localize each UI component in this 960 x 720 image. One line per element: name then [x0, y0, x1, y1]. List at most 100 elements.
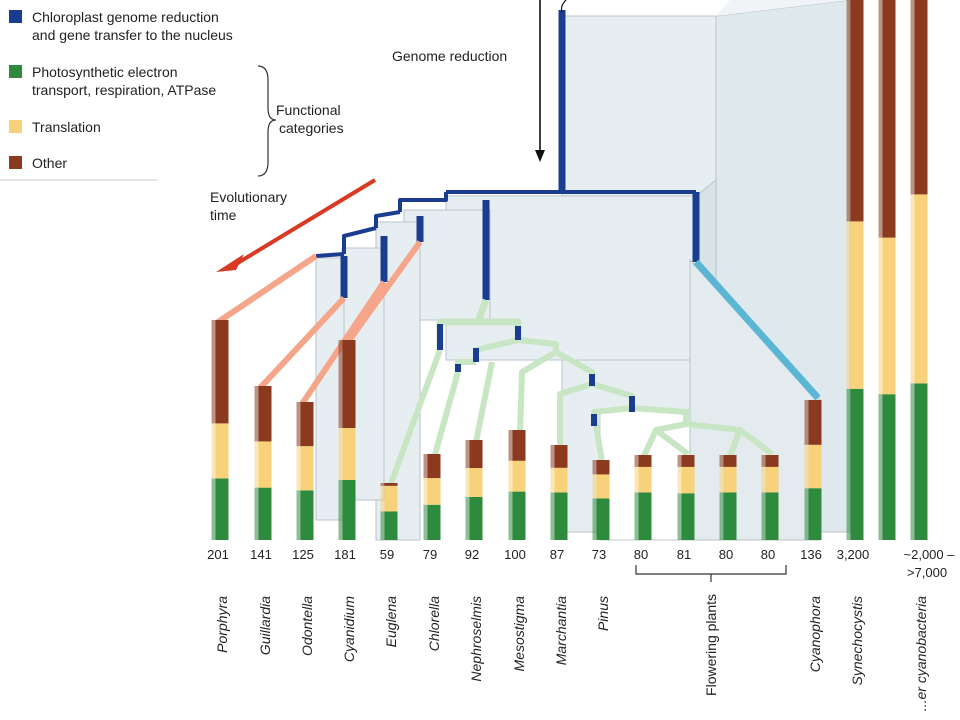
legend-photosynthetic-line1: Photosynthetic electron — [32, 64, 178, 80]
other-segment — [596, 460, 610, 475]
euglena-branch — [387, 348, 443, 488]
photosynthetic-segment — [808, 488, 822, 540]
red-crossbar-3 — [315, 252, 345, 258]
gene-bar — [550, 445, 568, 540]
guillardia-branch — [257, 295, 347, 391]
functional-categories-line1: Functional — [276, 102, 341, 118]
photosynthetic-segment — [914, 383, 928, 540]
legend-photosynthetic-line2: transport, respiration, ATPase — [32, 82, 216, 98]
photosynthetic-segment — [300, 490, 314, 540]
photosynthetic-segment — [469, 497, 483, 540]
translation-segment — [300, 446, 314, 491]
genome-reduction-label: Genome reduction — [392, 48, 507, 64]
marchantia-branch — [557, 381, 593, 446]
green-crossbar-8 — [631, 405, 689, 424]
chlorella-branch — [431, 371, 461, 459]
gene-count-label: 73 — [592, 547, 606, 562]
translation-segment — [638, 466, 652, 493]
photosynthetic-segment — [765, 492, 779, 540]
translation-segment — [215, 423, 229, 479]
photosynthetic-segment — [215, 478, 229, 540]
gene-bar — [677, 455, 695, 540]
species-name-label: Chlorella — [426, 596, 442, 651]
functional-categories-brace — [257, 65, 277, 177]
translation-segment — [681, 466, 695, 494]
other-segment — [723, 455, 737, 467]
red-crossbar-2 — [342, 226, 377, 254]
pinus-branch — [591, 405, 633, 463]
gene-bar — [761, 455, 779, 540]
flowering-branch-2 — [654, 427, 690, 457]
gene-bar — [878, 0, 896, 540]
gene-bar — [338, 340, 356, 540]
photosynthetic-segment — [723, 492, 737, 540]
translation-segment — [596, 474, 610, 499]
translation-segment — [850, 221, 864, 389]
other-segment — [914, 0, 928, 195]
flowering-plants-bracket — [635, 565, 787, 575]
gene-bar — [508, 430, 526, 540]
gene-bar — [719, 455, 737, 540]
evolutionary-time-arrow — [234, 178, 377, 266]
photosynthetic-segment — [850, 388, 864, 540]
species-name-label: Odontella — [299, 596, 315, 656]
photosynthetic-segment — [258, 487, 272, 540]
translation-segment — [469, 468, 483, 497]
legend-swatch-transfer — [9, 10, 22, 23]
gene-count-label: 59 — [380, 547, 394, 562]
translation-segment — [765, 466, 779, 493]
translation-segment — [427, 478, 441, 505]
genome-reduction-arrowhead — [535, 150, 545, 162]
translation-segment — [808, 444, 822, 489]
flowering-branch-4 — [738, 427, 774, 457]
top-curl-mark — [560, 0, 567, 13]
gene-bar — [465, 440, 483, 540]
legend-other-label: Other — [32, 155, 67, 171]
legend-transfer-line1: Chloroplast genome reduction — [32, 9, 219, 25]
gene-count-label: 136 — [800, 547, 822, 562]
other-segment — [681, 455, 695, 467]
species-name-label: ...er cyanobacteria — [913, 596, 929, 711]
gene-count-label: 80 — [761, 547, 775, 562]
species-name-label: Pinus — [595, 596, 611, 631]
red-crossbar-1 — [374, 210, 401, 228]
translation-segment — [342, 428, 356, 480]
cyanophora-branch — [693, 259, 821, 401]
species-name-label: Nephroselmis — [468, 596, 484, 682]
species-name-label: Euglena — [383, 596, 399, 648]
legend-translation-label: Translation — [32, 119, 101, 135]
legend-transfer-line2: and gene transfer to the nucleus — [32, 27, 233, 43]
other-segment — [554, 445, 568, 468]
other-segment — [638, 455, 652, 467]
other-segment — [384, 483, 398, 486]
gene-count-label: 3,200 — [837, 547, 870, 562]
other-segment — [258, 386, 272, 442]
legend: Chloroplast genome reduction and gene tr… — [0, 9, 344, 181]
evolutionary-time-arrowhead — [216, 254, 244, 272]
photosynthetic-segment — [882, 394, 896, 540]
translation-segment — [512, 460, 526, 492]
species-name-label: Cyanophora — [807, 596, 823, 672]
translation-segment — [554, 467, 568, 493]
translation-segment — [882, 237, 896, 395]
mesostigma-branch — [517, 349, 558, 433]
gene-bar — [254, 386, 272, 540]
flowering-plants-label: Flowering plants — [703, 594, 719, 696]
legend-swatch-other — [9, 156, 22, 169]
species-name-label: Porphyra — [214, 596, 230, 653]
photosynthetic-segment — [342, 480, 356, 540]
cyanidium-branch — [345, 240, 423, 344]
translation-segment — [914, 194, 928, 384]
photosynthetic-segment — [681, 493, 695, 540]
gene-count-label: 80 — [719, 547, 733, 562]
gene-count-label: 201 — [207, 547, 229, 562]
porphyra-branch — [216, 253, 318, 325]
other-segment — [850, 0, 864, 222]
gene-bar — [634, 455, 652, 540]
other-segment — [427, 454, 441, 479]
photosynthetic-segment — [384, 511, 398, 540]
gene-bar — [910, 0, 928, 540]
translation-segment — [723, 466, 737, 493]
nephroselmis-branch — [473, 361, 495, 443]
